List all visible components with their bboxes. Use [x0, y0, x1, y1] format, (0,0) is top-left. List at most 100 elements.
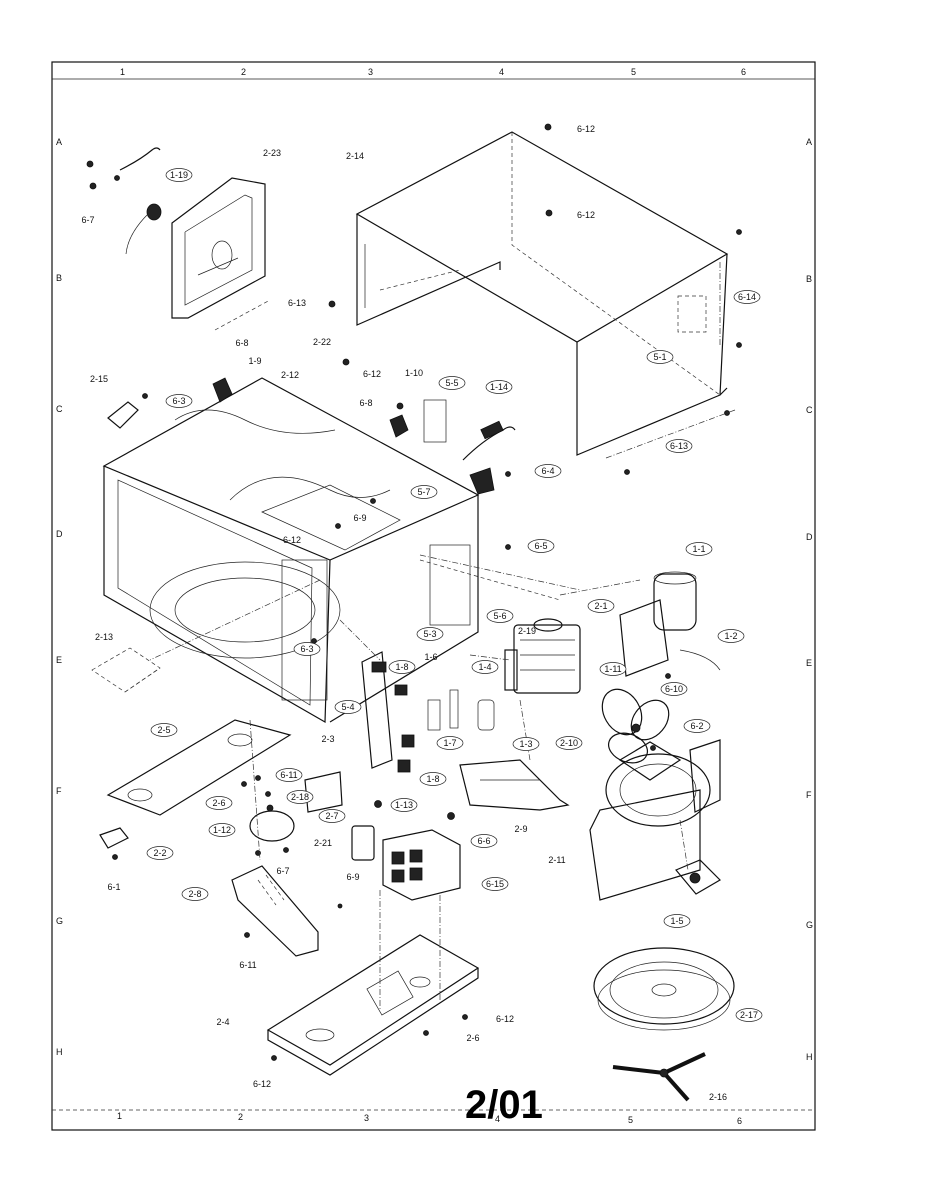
row-marker: E: [56, 655, 62, 665]
callout-label: 6-11: [239, 960, 256, 970]
drawing-frame: [51, 61, 816, 1131]
part-callout: 2-23: [263, 148, 281, 158]
callout-label: 1-9: [248, 356, 261, 366]
part-callout: 2-14: [346, 151, 364, 161]
part-callout: 6-4: [534, 464, 562, 478]
callout-oval: [436, 736, 464, 750]
part-callout: 1-14: [485, 380, 513, 394]
callout-label: 1-11: [604, 664, 621, 674]
col-marker: 6: [741, 67, 746, 77]
part-callout: 1-2: [717, 629, 745, 643]
callout-label: 6-13: [670, 441, 688, 451]
callout-label: 2-22: [313, 337, 331, 347]
outer-cabinet-drawing: [355, 131, 729, 456]
callout-label: 1-4: [478, 662, 491, 672]
part-callout: 2-21: [314, 838, 332, 848]
col-marker: 4: [495, 1114, 500, 1124]
callout-label: 2-12: [281, 370, 299, 380]
part-callout: 5-6: [486, 609, 514, 623]
callout-oval: [486, 609, 514, 623]
row-markers-right: A B C D E F G H: [806, 137, 813, 1062]
callout-oval: [485, 380, 513, 394]
part-callout: 5-7: [410, 485, 438, 499]
part-callout: 6-7: [276, 866, 289, 876]
callout-oval: [390, 798, 418, 812]
callout-label: 5-1: [653, 352, 666, 362]
row-marker: G: [56, 916, 63, 926]
callout-label: 2-19: [518, 626, 536, 636]
callout-oval: [599, 662, 627, 676]
part-callout: 6-14: [733, 290, 761, 304]
part-callout: 6-12: [283, 535, 301, 545]
callout-label: 5-6: [493, 611, 506, 621]
callout-label: 6-12: [577, 210, 595, 220]
part-callout: 6-11: [275, 768, 303, 782]
col-marker: 3: [364, 1113, 369, 1123]
callout-oval: [717, 629, 745, 643]
col-marker: 2: [241, 67, 246, 77]
row-marker: B: [56, 273, 62, 283]
base-plate-drawing: [266, 934, 480, 1076]
part-callout: 2-10: [555, 736, 583, 750]
callout-label: 6-15: [486, 879, 504, 889]
page-stamp: 2/01: [465, 1083, 543, 1127]
part-callout: 1-13: [390, 798, 418, 812]
callout-label: 6-13: [288, 298, 306, 308]
part-callout: 2-11: [548, 855, 565, 865]
col-marker: 2: [238, 1112, 243, 1122]
part-callout: 5-1: [646, 350, 674, 364]
callout-label: 6-2: [690, 721, 703, 731]
callout-oval: [685, 542, 713, 556]
col-marker: 5: [628, 1115, 633, 1125]
part-callout: 2-15: [90, 374, 108, 384]
row-marker: F: [806, 790, 812, 800]
part-callout: 2-5: [150, 723, 178, 737]
callout-oval: [208, 823, 236, 837]
row-marker: H: [56, 1047, 63, 1057]
callout-oval: [733, 290, 761, 304]
callout-label: 2-9: [514, 824, 527, 834]
part-callout: 6-3: [293, 642, 321, 656]
callout-label: 6-12: [577, 124, 595, 134]
callout-label: 6-10: [665, 684, 683, 694]
part-callout: 1-3: [512, 737, 540, 751]
rear-plate-drawing: [171, 177, 271, 331]
column-markers-top: 1 2 3 4 5 6: [120, 67, 746, 77]
part-callout: 6-15: [481, 877, 509, 891]
part-callout: 1-8: [419, 772, 447, 786]
callout-oval: [470, 834, 498, 848]
base-rail-drawing: [99, 719, 292, 849]
part-callout: 6-3: [165, 394, 193, 408]
fan-motor-drawing: [675, 859, 721, 895]
magnetron-drawing: [504, 618, 581, 694]
part-callout: 2-19: [518, 626, 536, 636]
part-callout: 5-3: [416, 627, 444, 641]
part-callout: 6-9: [346, 872, 359, 882]
part-callout: 1-19: [165, 168, 193, 182]
callout-label: 1-1: [692, 544, 705, 554]
row-marker: A: [56, 137, 62, 147]
part-callout: 2-1: [587, 599, 615, 613]
callout-oval: [275, 768, 303, 782]
part-callout: 2-17: [735, 1008, 763, 1022]
callout-oval: [334, 700, 362, 714]
callout-oval: [410, 485, 438, 499]
callout-label: 6-7: [276, 866, 289, 876]
col-marker: 4: [499, 67, 504, 77]
part-callout: 6-12: [253, 1079, 271, 1089]
callout-label: 6-3: [172, 396, 185, 406]
callout-label: 1-19: [170, 170, 188, 180]
callout-label: 2-11: [548, 855, 565, 865]
bracket-2-18-drawing: [304, 771, 343, 813]
film-drawing: [91, 647, 161, 693]
callout-label: 6-8: [235, 338, 248, 348]
roller-coupling-drawing: [612, 1052, 706, 1102]
part-callout: 2-6: [205, 796, 233, 810]
col-marker: 1: [117, 1111, 122, 1121]
part-callout: 2-3: [321, 734, 334, 744]
row-marker: F: [56, 786, 62, 796]
hinge-plate-drawing: [107, 377, 447, 443]
callout-label: 2-14: [346, 151, 364, 161]
column-markers-bottom: 1 2 3 4 5 6: [117, 1111, 742, 1126]
turntable-motor-drawing: [249, 791, 295, 842]
